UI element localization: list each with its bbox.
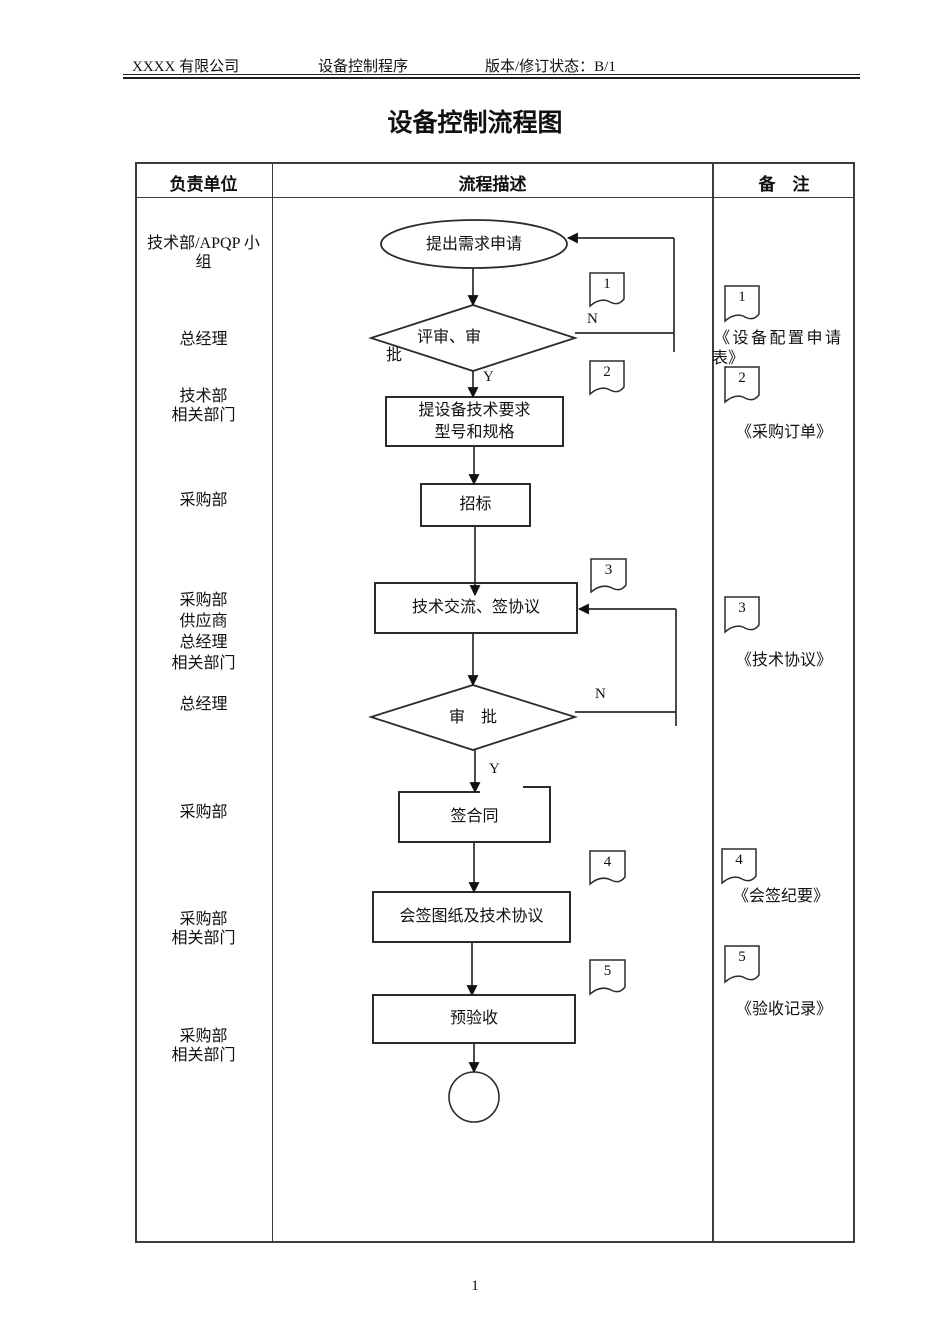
decision1-no-label: N bbox=[587, 311, 598, 327]
bidding-label: 招标 bbox=[459, 496, 492, 513]
negotiation-rect-shape bbox=[375, 583, 577, 633]
decision1-label-line2: 批 bbox=[386, 347, 403, 364]
unit-tech-apqp: 技术部/APQP 小 组 bbox=[147, 235, 260, 271]
unit-purchasing-depts-1: 采购部 相关部门 bbox=[171, 911, 236, 947]
start-oval-shape bbox=[381, 220, 567, 268]
countersign-label: 会签图纸及技术协议 bbox=[399, 908, 544, 925]
doc2-number: 2 bbox=[603, 364, 611, 380]
decision2-label: 审 批 bbox=[448, 709, 497, 726]
col-header-remarks: 备 注 bbox=[758, 175, 810, 194]
table-divider-1 bbox=[272, 162, 273, 1243]
unit-purchasing-depts-2: 采购部 相关部门 bbox=[171, 1028, 236, 1064]
page-number: 1 bbox=[471, 1278, 479, 1294]
page-title: 设备控制流程图 bbox=[387, 110, 563, 137]
unit-purchasing-1: 采购部 bbox=[179, 492, 228, 509]
header-rule-thick bbox=[123, 77, 860, 79]
remark-doc2-icon bbox=[725, 367, 759, 402]
remark-document-icons bbox=[722, 286, 759, 982]
col-header-responsible: 负责单位 bbox=[169, 175, 238, 194]
header-rule-thin bbox=[123, 74, 860, 75]
start-oval-label: 提出需求申请 bbox=[425, 236, 522, 253]
decision2-yes-label: Y bbox=[489, 761, 500, 777]
unit-purchasing-group: 采购部 供应商 总经理 相关部门 bbox=[171, 592, 236, 672]
remark-doc5-number: 5 bbox=[738, 949, 746, 965]
doc4-number: 4 bbox=[603, 854, 612, 870]
table-divider-2 bbox=[712, 162, 714, 1243]
flow-document-icons bbox=[590, 273, 626, 994]
unit-tech-depts: 技术部 相关部门 bbox=[171, 388, 236, 424]
doc4-icon bbox=[590, 851, 625, 884]
decision1-yes-label: Y bbox=[483, 369, 494, 385]
remark-doc3-number: 3 bbox=[738, 600, 746, 616]
remark-doc1-icon bbox=[725, 286, 759, 321]
remark-doc3-icon bbox=[725, 597, 759, 632]
remark5-title: 《验收记录》 bbox=[735, 1001, 832, 1018]
remark2-title: 《采购订单》 bbox=[735, 424, 832, 441]
decision1-label-line1: 评审、审 bbox=[417, 329, 482, 346]
doc3-number: 3 bbox=[604, 562, 613, 578]
remark-doc5-icon bbox=[725, 946, 759, 982]
remark-doc4-number: 4 bbox=[735, 852, 743, 868]
doc5-icon bbox=[590, 960, 625, 994]
unit-gm-1: 总经理 bbox=[179, 331, 228, 348]
doc2-icon bbox=[590, 361, 624, 394]
decision2-diamond-shape bbox=[371, 685, 575, 750]
unit-gm-2: 总经理 bbox=[179, 696, 228, 713]
remark-doc2-number: 2 bbox=[738, 370, 746, 386]
remark-doc4-icon bbox=[722, 849, 756, 883]
doc1-number: 1 bbox=[603, 276, 611, 292]
doc1-icon bbox=[590, 273, 624, 306]
doc5-number: 5 bbox=[603, 963, 612, 979]
connector-lines bbox=[466, 232, 676, 1074]
decision2-no-label: N bbox=[595, 686, 606, 702]
header-company: XXXX 有限公司 bbox=[132, 59, 240, 75]
col-header-process: 流程描述 bbox=[458, 175, 527, 194]
remark-doc1-number: 1 bbox=[738, 289, 746, 305]
requirements-label: 提设备技术要求 型号和规格 bbox=[418, 402, 531, 441]
preacceptance-label: 预验收 bbox=[449, 1010, 498, 1027]
doc3-icon bbox=[591, 559, 626, 592]
header-version: 版本/修订状态：B/1 bbox=[485, 59, 616, 75]
negotiation-label: 技术交流、签协议 bbox=[411, 599, 540, 616]
remark3-title: 《技术协议》 bbox=[735, 652, 832, 669]
contract-label: 签合同 bbox=[450, 808, 499, 825]
table-header-separator bbox=[135, 197, 855, 198]
end-circle-shape bbox=[449, 1072, 499, 1122]
remark1-title-line1: 《设备配置申请 bbox=[714, 330, 844, 347]
unit-purchasing-2: 采购部 bbox=[179, 804, 228, 821]
table-border bbox=[135, 162, 855, 1243]
remark4-title: 《会签纪要》 bbox=[732, 888, 829, 905]
remark1-title-line2: 表》 bbox=[712, 350, 745, 367]
header-doc-name: 设备控制程序 bbox=[318, 59, 409, 75]
